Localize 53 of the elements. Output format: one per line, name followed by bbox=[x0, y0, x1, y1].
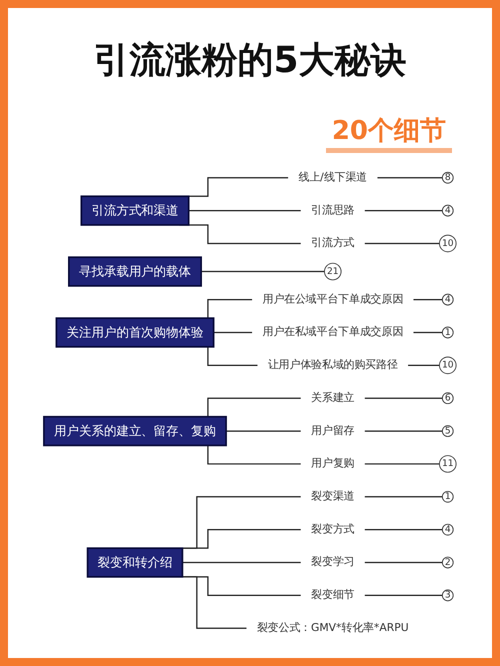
node-text: 引流方式 bbox=[311, 237, 354, 250]
node-text: 用户留存 bbox=[311, 424, 354, 438]
node-box: 寻找承载用户的载体 bbox=[68, 256, 202, 287]
connector bbox=[214, 332, 252, 334]
node-circle: 4 bbox=[442, 524, 454, 536]
connector bbox=[188, 210, 302, 212]
node-circle: 4 bbox=[442, 204, 454, 216]
connector bbox=[201, 270, 324, 272]
node-circle: 8 bbox=[442, 172, 454, 184]
connector bbox=[364, 562, 442, 564]
node-text: 让用户体验私域的购买路径 bbox=[268, 358, 398, 372]
node-text: 用户复购 bbox=[311, 457, 354, 470]
connector bbox=[226, 430, 302, 432]
connector bbox=[364, 398, 442, 399]
connector bbox=[364, 529, 442, 530]
node-text: 裂变方式 bbox=[311, 523, 354, 536]
connector bbox=[408, 364, 440, 366]
node-text: 关系建立 bbox=[311, 392, 354, 404]
node-box: 引流方式和渠道 bbox=[80, 195, 190, 226]
node-text: 用户在私域平台下单成交原因 bbox=[262, 326, 404, 339]
node-circle: 1 bbox=[442, 326, 454, 338]
node-box: 用户关系的建立、留存、复购 bbox=[43, 416, 227, 446]
node-text: 裂变细节 bbox=[311, 588, 354, 602]
node-circle: 1 bbox=[442, 490, 454, 503]
node-circle: 5 bbox=[442, 425, 454, 437]
node-text: 用户在公域平台下单成交原因 bbox=[262, 293, 404, 306]
node-text: 裂变学习 bbox=[311, 556, 354, 569]
node-box: 裂变和转介绍 bbox=[86, 547, 184, 578]
connector bbox=[364, 430, 442, 432]
node-text: 引流思路 bbox=[311, 204, 354, 217]
node-circle: 3 bbox=[442, 590, 454, 602]
connector bbox=[364, 210, 442, 212]
node-text: 裂变渠道 bbox=[311, 490, 354, 503]
connector bbox=[182, 562, 302, 564]
connector bbox=[364, 463, 440, 465]
connector bbox=[413, 299, 442, 300]
node-circle: 4 bbox=[442, 294, 454, 306]
connector bbox=[413, 332, 442, 334]
connector bbox=[377, 177, 442, 178]
node-circle: 2 bbox=[442, 556, 454, 568]
node-circle: 10 bbox=[439, 356, 457, 374]
node-box: 关注用户的首次购物体验 bbox=[56, 317, 214, 348]
subtitle: 20个细节 bbox=[326, 113, 452, 153]
node-circle: 11 bbox=[439, 455, 457, 473]
connector bbox=[364, 242, 440, 244]
node-circle: 6 bbox=[442, 392, 454, 404]
connector bbox=[364, 594, 442, 596]
node-text: 裂变公式：GMV*转化率*ARPU bbox=[256, 622, 409, 634]
node-circle: 21 bbox=[324, 262, 342, 280]
title: 引流涨粉的5大秘诀 bbox=[92, 39, 408, 83]
connector bbox=[364, 496, 442, 498]
node-text: 线上/线下渠道 bbox=[298, 171, 368, 184]
node-circle: 10 bbox=[439, 234, 457, 252]
